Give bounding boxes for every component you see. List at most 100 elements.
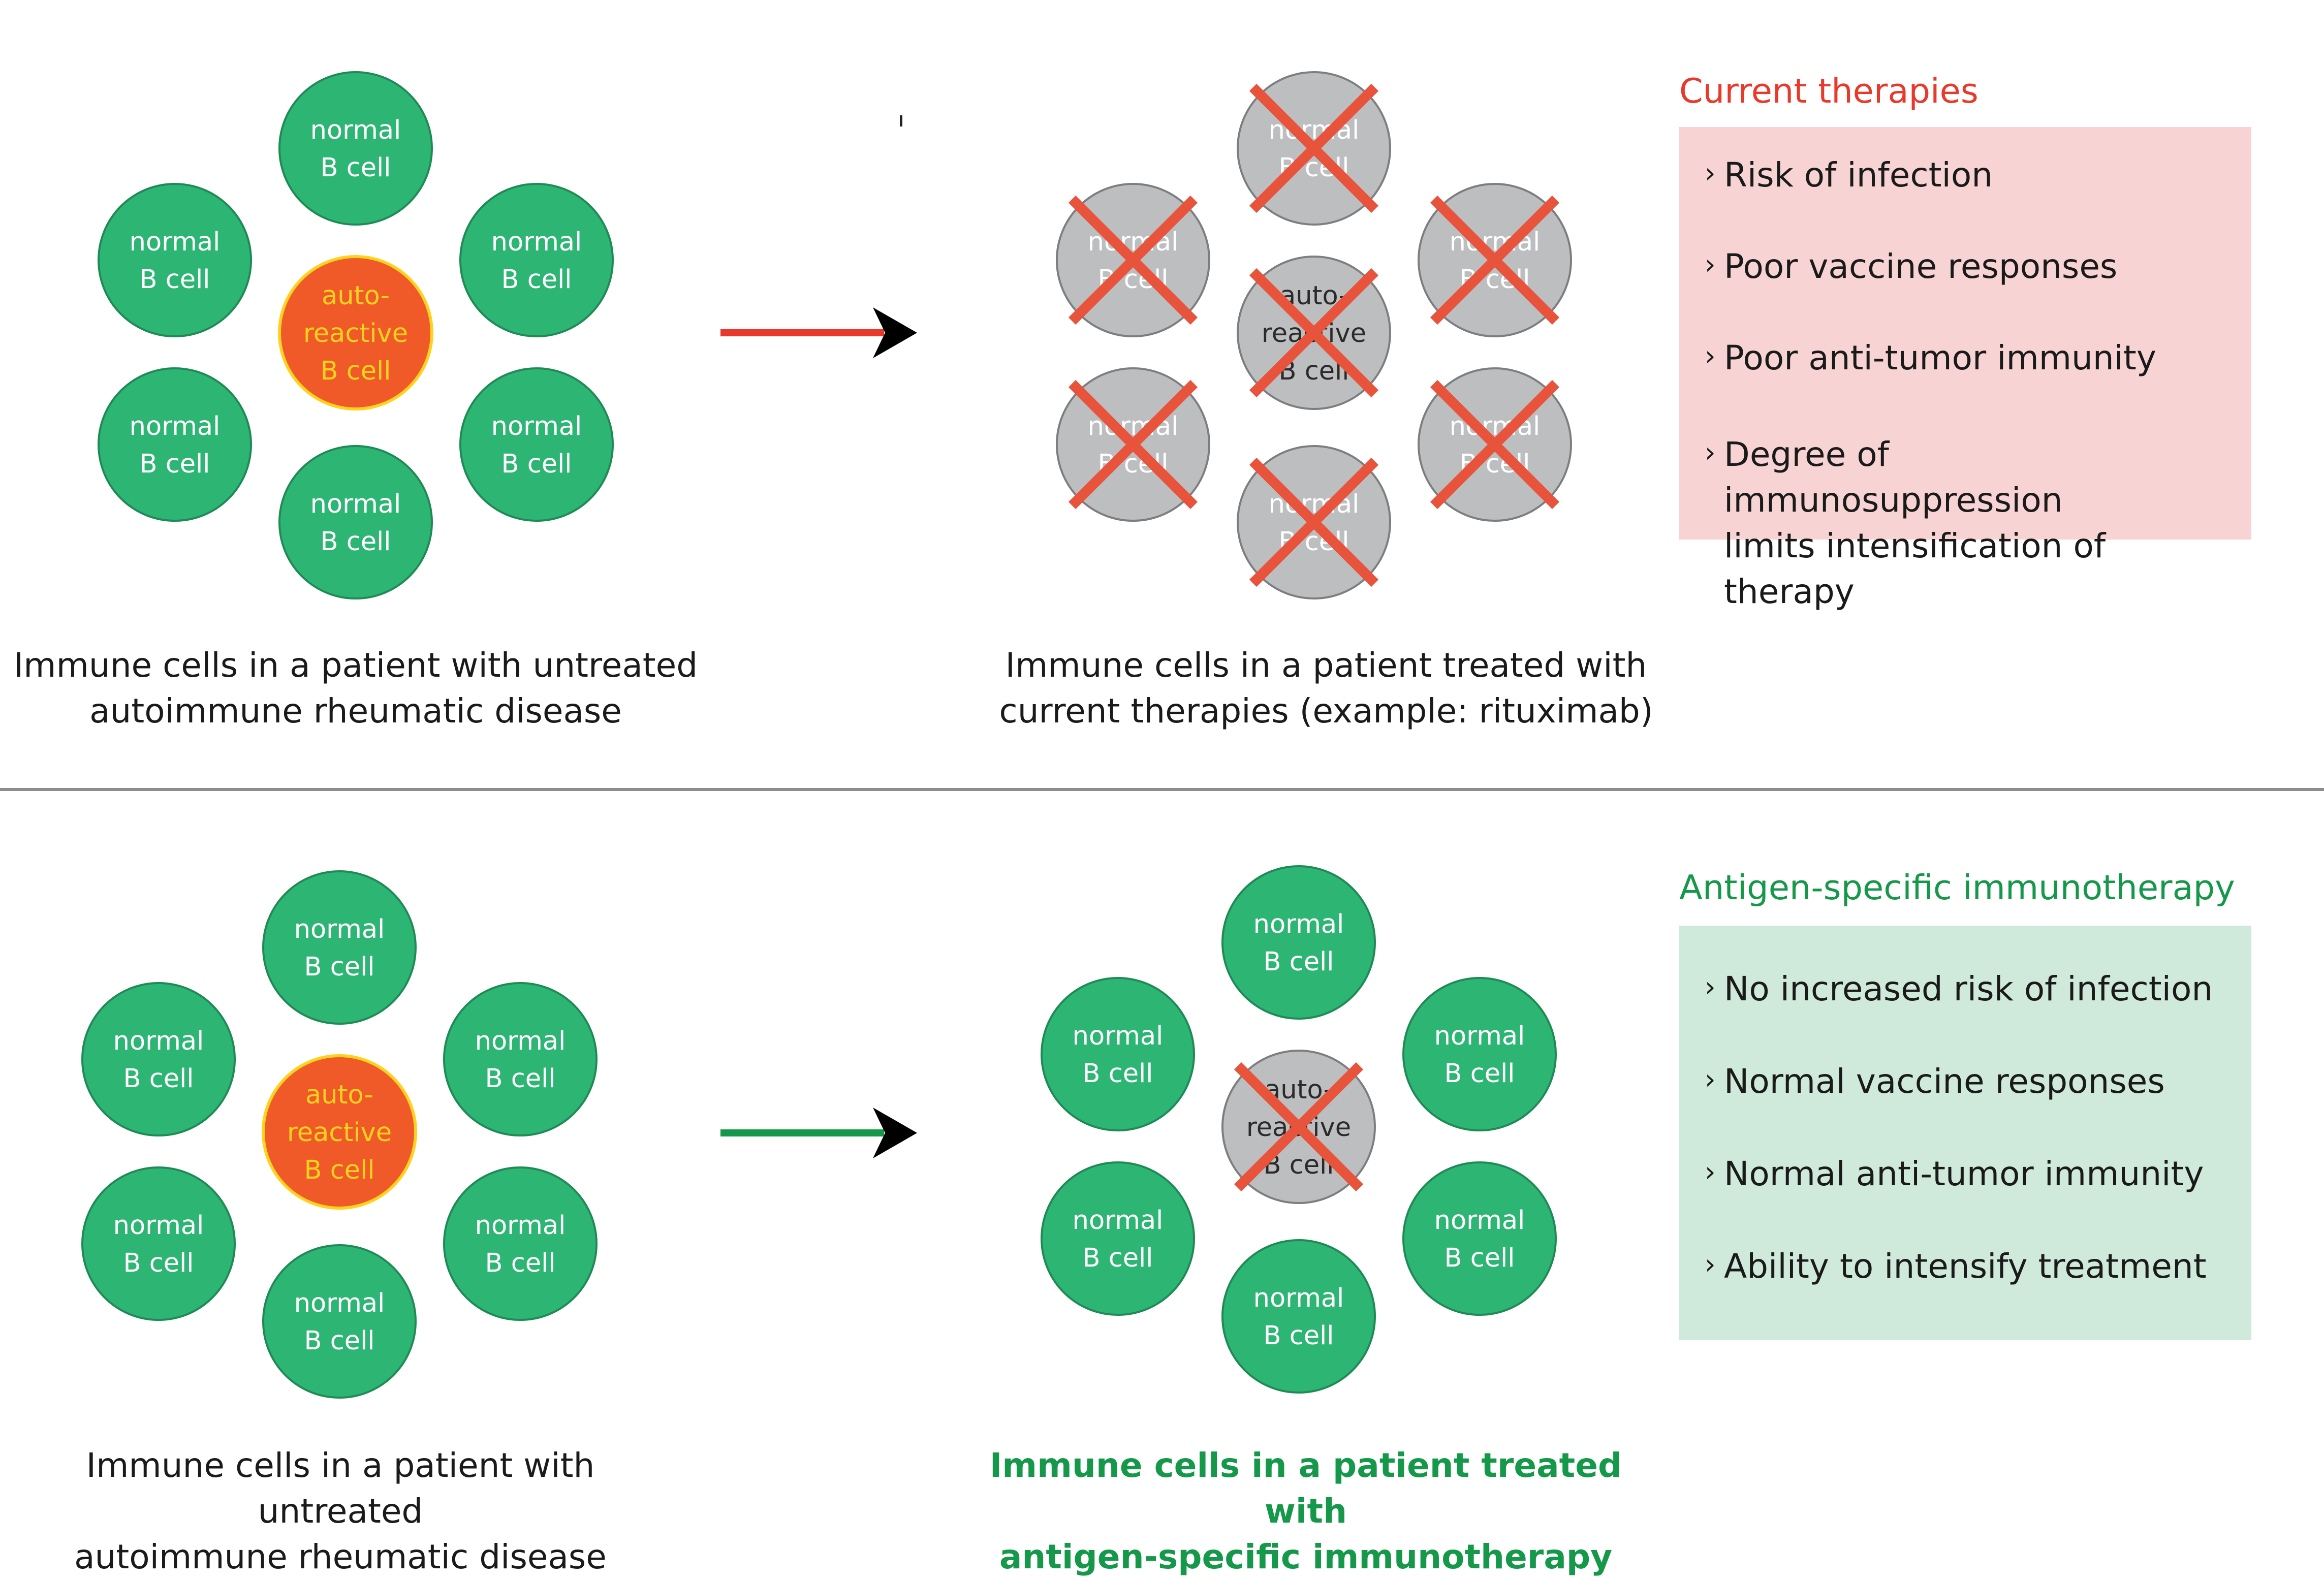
cell-label: normal [1073, 1206, 1164, 1236]
cell-label: B cell [123, 1064, 194, 1094]
bottom-right-caption: Immune cells in a patient treated with a… [965, 1443, 1646, 1580]
cell-label: normal [130, 227, 221, 257]
cell-label: B cell [304, 1155, 375, 1185]
top-arrow [720, 307, 917, 358]
cross-mark [1249, 268, 1379, 398]
cross-mark [1249, 457, 1379, 587]
panel-item-text: Poor vaccine responses [1724, 247, 2118, 286]
cell-label: normal [1434, 1021, 1525, 1051]
normal-b-cell [262, 1244, 417, 1399]
normal-b-cell [278, 71, 433, 226]
cell-label: normal [113, 1026, 204, 1056]
cell-label: B cell [501, 265, 572, 295]
normal-b-cell [81, 1166, 236, 1321]
cross-mark [1430, 195, 1560, 325]
cell-label: B cell [1083, 1243, 1153, 1273]
cross-mark [1068, 195, 1198, 325]
cell-label: B cell [1264, 1321, 1334, 1351]
chevron-right-icon: › [1705, 1248, 1716, 1280]
chevron-right-icon: › [1705, 1156, 1716, 1188]
chevron-right-icon: › [1705, 248, 1716, 280]
cell-label: B cell [140, 265, 210, 295]
normal-b-cell [278, 445, 433, 599]
cell-label: B cell [304, 952, 375, 982]
normal-b-cell [1221, 1239, 1376, 1394]
chevron-right-icon: › [1705, 1063, 1716, 1095]
normal-b-cell [1041, 977, 1195, 1131]
panel-item-text: Normal anti-tumor immunity [1724, 1154, 2204, 1193]
top-arrow-head [873, 307, 917, 358]
autoreactive-b-cell [278, 255, 433, 410]
caption-line: autoimmune rheumatic disease [89, 691, 622, 731]
cell-label: B cell [1444, 1059, 1515, 1089]
caption-line: Immune cells in a patient treated with [989, 1446, 1622, 1531]
cell-label: normal [310, 489, 401, 519]
top-right-caption: Immune cells in a patient treated with c… [976, 643, 1677, 734]
current-therapies-box: › Risk of infection › Poor vaccine respo… [1679, 127, 2251, 611]
cell-label: normal [294, 914, 385, 944]
cell-label: normal [1434, 1206, 1525, 1236]
caption-line: Immune cells in a patient treated with [1005, 646, 1647, 685]
top-left-cell-cluster: normal B cell normal B cell normal B cell norm… [98, 71, 614, 599]
top-left-caption: Immune cells in a patient with untreated… [0, 643, 711, 734]
normal-b-cell [81, 982, 236, 1136]
bottom-right-cell-cluster: normal B cell normal B cell normal B cell norm… [1041, 865, 1557, 1394]
bottom-left-caption: Immune cells in a patient with untreated… [0, 1443, 681, 1580]
chevron-right-icon: › [1705, 340, 1716, 372]
caption-line: autoimmune rheumatic disease [74, 1537, 607, 1576]
cell-label: B cell [140, 449, 210, 479]
cell-label: B cell [321, 153, 391, 183]
normal-b-cell [1041, 1161, 1195, 1316]
normal-b-cell [443, 982, 598, 1136]
row-divider [0, 788, 2324, 791]
cross-mark [1249, 83, 1379, 213]
normal-b-cell [1402, 1161, 1557, 1316]
panel-item: › Normal anti-tumor immunity [1705, 1151, 2226, 1197]
cell-label: normal [491, 227, 582, 257]
cell-label: normal [1073, 1021, 1164, 1051]
panel-item-text: Normal vaccine responses [1724, 1062, 2165, 1101]
panel-item-text: Poor anti-tumor immunity [1724, 338, 2156, 377]
panel-item: › Poor vaccine responses [1705, 244, 2226, 290]
caption-line: current therapies (example: rituximab) [999, 691, 1653, 731]
chevron-right-icon: › [1705, 157, 1716, 189]
cell-label: B cell [1083, 1059, 1153, 1089]
bottom-arrow-head [873, 1108, 917, 1158]
current-therapies-heading: Current therapies [1679, 71, 1978, 111]
panel-item-text: limits intensification of therapy [1724, 526, 2106, 611]
panel-item: › Poor anti-tumor immunity [1705, 335, 2226, 381]
panel-item-text: Ability to intensify treatment [1724, 1247, 2207, 1286]
normal-b-cell [262, 870, 417, 1025]
cell-label: B cell [1444, 1243, 1515, 1273]
cell-label: B cell [123, 1248, 194, 1278]
panel-item: › Normal vaccine responses [1705, 1059, 2226, 1104]
cell-label: normal [113, 1211, 204, 1241]
cell-label: B cell [485, 1064, 556, 1094]
chevron-right-icon: › [1705, 971, 1716, 1003]
panel-item-text: Degree of immunosuppression [1724, 435, 2063, 520]
cell-label: reactive [287, 1118, 392, 1148]
normal-b-cell [1221, 865, 1376, 1020]
cell-label: B cell [304, 1326, 375, 1356]
cell-label: B cell [485, 1248, 556, 1278]
chevron-right-icon: › [1705, 436, 1716, 468]
cell-label: B cell [321, 356, 391, 386]
cell-label: reactive [303, 319, 408, 349]
cell-label: B cell [321, 527, 391, 557]
panel-item: › No increased risk of infection [1705, 966, 2226, 1012]
cross-mark [1430, 380, 1560, 510]
cell-label: auto- [322, 281, 390, 311]
cell-label: B cell [501, 449, 572, 479]
caption-line: Immune cells in a patient with untreated [86, 1446, 595, 1531]
cell-label: normal [491, 412, 582, 441]
cell-label: normal [1253, 909, 1344, 939]
cell-label: normal [130, 412, 221, 441]
figure: normal B cell normal B cell normal B cell norm… [0, 71, 2324, 1576]
cell-label: auto- [305, 1080, 373, 1110]
antigen-specific-box: › No increased risk of infection › Norma… [1679, 926, 2251, 1340]
cell-label: normal [475, 1211, 566, 1241]
cell-diagram: normal B cell normal B cell normal B cell norm… [81, 71, 1572, 1399]
antigen-specific-heading: Antigen-specific immunotherapy [1679, 868, 2235, 907]
panel-item-text: Risk of infection [1724, 155, 1993, 195]
